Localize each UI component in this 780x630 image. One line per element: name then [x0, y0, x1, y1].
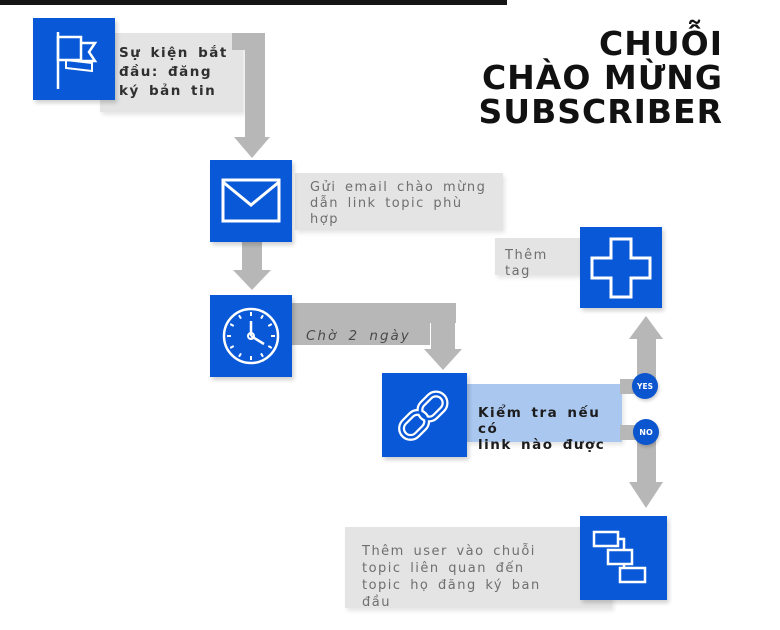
start-node-label: Sự kiện bắt đầu: đăng ký bản tin — [100, 33, 243, 112]
check-node — [382, 373, 467, 457]
email-node-label: Gửi email chào mừng dẫn link topic phù h… — [295, 173, 503, 230]
add-user-node — [580, 516, 667, 600]
no-badge: NO — [633, 419, 659, 445]
check-node-label: Kiểm tra nếu có link nào được — [467, 384, 622, 453]
workflow-icon — [580, 516, 667, 600]
wait-node — [210, 295, 292, 377]
envelope-icon — [210, 160, 292, 242]
add-tag-node — [580, 227, 662, 308]
add-tag-node-label: Thêm tag — [495, 238, 580, 279]
plus-icon — [580, 227, 662, 308]
email-node — [210, 160, 292, 242]
start-node — [33, 18, 115, 100]
top-edge-bar — [0, 0, 507, 5]
flag-icon — [33, 18, 115, 100]
clock-icon — [210, 295, 292, 377]
page-title: CHUỖI CHÀO MỪNG SUBSCRIBER — [478, 24, 723, 131]
chain-link-icon — [382, 373, 467, 457]
add-user-node-label: Thêm user vào chuỗi topic liên quan đến … — [345, 527, 612, 608]
wait-node-label: Chờ 2 ngày — [306, 328, 411, 344]
yes-badge: YES — [632, 373, 658, 399]
